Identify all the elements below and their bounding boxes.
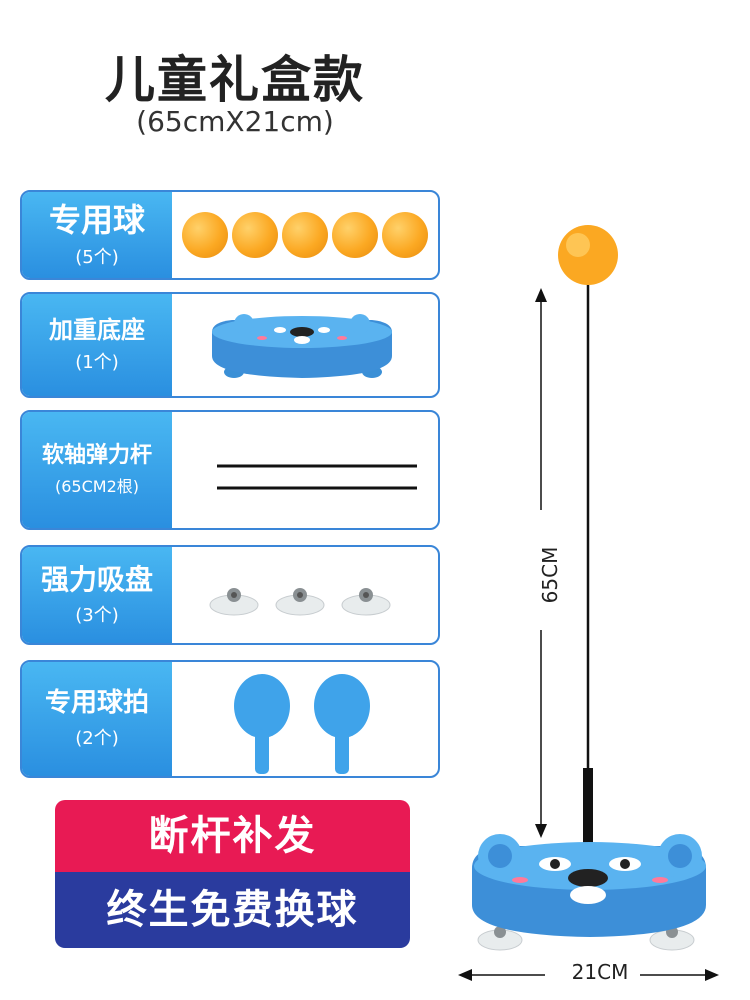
item-row-base: 加重底座 (1个) (20, 292, 440, 398)
arrow-left-icon (458, 969, 472, 981)
item-row-balls: 专用球 (5个) (20, 190, 440, 280)
item-qty: (1个) (75, 352, 119, 374)
elastic-rods-icon (217, 464, 417, 490)
promo-free-ball-exchange: 终生免费换球 (55, 872, 410, 948)
ball-icon (558, 225, 618, 285)
rod-base-sleeve (583, 768, 593, 878)
item-row-paddles: 专用球拍 (2个) (20, 660, 440, 778)
item-label: 专用球 (5个) (22, 192, 172, 278)
ball-icon (282, 212, 328, 258)
ball-icon (232, 212, 278, 258)
height-dimension-label: 65CM (538, 546, 562, 604)
item-qty: (2个) (75, 727, 119, 749)
ping-pong-balls-icon (172, 192, 438, 278)
item-label: 加重底座 (1个) (22, 294, 172, 396)
bear-base-icon (212, 314, 392, 378)
bear-base-icon (472, 834, 706, 951)
suction-cups-icon (209, 588, 391, 616)
item-qty: (5个) (75, 247, 119, 269)
ball-icon (332, 212, 378, 258)
item-label: 强力吸盘 (3个) (22, 547, 172, 643)
item-row-suction: 强力吸盘 (3个) (20, 545, 440, 645)
item-row-rods: 软轴弹力杆 (65CM2根) (20, 410, 440, 530)
ball-icon (382, 212, 428, 258)
item-name: 加重底座 (49, 315, 145, 344)
paddles-icon (234, 674, 370, 774)
item-qty: (65CM2根) (54, 477, 139, 497)
page-title: 儿童礼盒款 (105, 51, 365, 109)
promo-rod-replacement: 断杆补发 (55, 800, 410, 872)
item-name: 专用球 (48, 200, 145, 239)
item-label: 软轴弹力杆 (65CM2根) (22, 412, 172, 528)
item-name: 专用球拍 (44, 688, 149, 719)
item-label: 专用球拍 (2个) (22, 662, 172, 776)
item-qty: (3个) (75, 604, 119, 626)
arrow-down-icon (535, 824, 547, 838)
item-name: 软轴弹力杆 (41, 442, 152, 468)
page-subtitle: (65cmX21cm) (136, 105, 334, 138)
arrow-right-icon (705, 969, 719, 981)
ball-icon (182, 212, 228, 258)
arrow-up-icon (535, 288, 547, 302)
width-dimension-label: 21CM (571, 960, 629, 984)
item-name: 强力吸盘 (40, 563, 153, 597)
